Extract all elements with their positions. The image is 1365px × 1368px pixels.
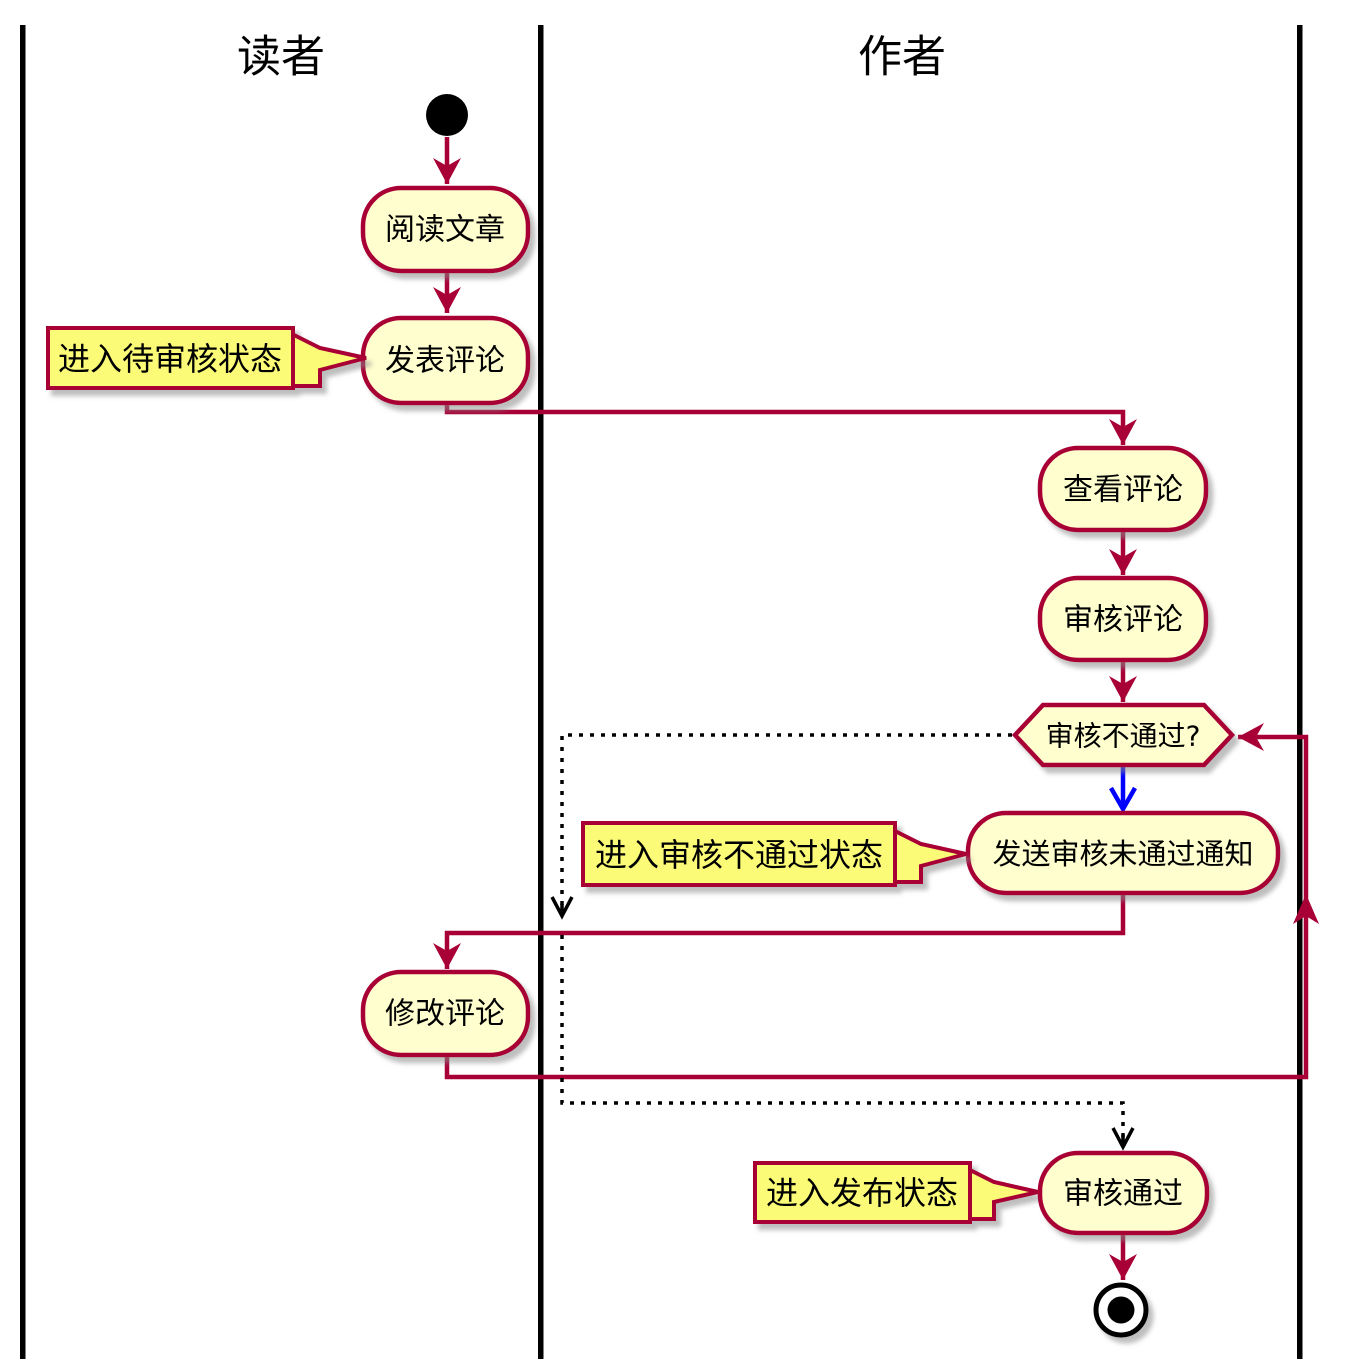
- decision-review-failed-label: 审核不通过?: [1046, 720, 1201, 753]
- end-node-dot: [1107, 1296, 1135, 1324]
- activity-review-passed: [1037, 1150, 1210, 1236]
- arrow-notice-to-edit: [433, 893, 1126, 969]
- activity-read-article-label: 阅读文章: [385, 213, 505, 248]
- note-published-pointer: [966, 1165, 1039, 1221]
- decision-review-failed: [1011, 702, 1236, 768]
- dotted-branch-to-passed: [560, 935, 1135, 1151]
- note-pending-review: [46, 326, 367, 390]
- note-pending-review-pointer: [290, 330, 367, 388]
- swimlane-divider-middle: [538, 25, 544, 1359]
- note-published-label: 进入发布状态: [766, 1174, 958, 1212]
- end-node: [1093, 1282, 1149, 1338]
- activity-send-reject-notice-label: 发送审核未通过通知: [992, 837, 1253, 871]
- note-review-rejected-pointer: [891, 826, 967, 884]
- activity-view-comment: [1037, 445, 1209, 533]
- activity-edit-comment-label: 修改评论: [385, 997, 505, 1032]
- activity-read-article: [360, 185, 531, 274]
- swimlane-divider-right: [1297, 25, 1303, 1359]
- note-review-rejected: [581, 821, 967, 887]
- note-published-box: [753, 1161, 972, 1224]
- note-pending-review-box: [46, 326, 295, 390]
- lane-title-author: 作者: [858, 32, 946, 83]
- loop-up-arrowhead-icon: [1293, 894, 1319, 924]
- activity-post-comment-label: 发表评论: [385, 344, 505, 379]
- activity-send-reject-notice: [965, 810, 1281, 896]
- note-review-rejected-box: [581, 821, 897, 887]
- note-published: [753, 1161, 1039, 1224]
- activity-review-passed-label: 审核通过: [1063, 1177, 1183, 1212]
- lane-title-reader: 读者: [237, 32, 325, 83]
- flow-arrows: [433, 137, 1319, 1280]
- activity-view-comment-label: 查看评论: [1063, 473, 1183, 508]
- arrow-post-to-view: [444, 403, 1137, 445]
- swimlane-divider-left: [20, 25, 26, 1359]
- dotted-branch-lines: [550, 733, 1135, 1151]
- arrow-edit-loop-to-decision: [444, 723, 1309, 1080]
- activity-review-comment-label: 审核评论: [1063, 603, 1183, 638]
- activity-review-comment: [1037, 575, 1209, 663]
- activity-edit-comment: [360, 969, 531, 1058]
- start-node: [426, 94, 468, 136]
- note-review-rejected-label: 进入审核不通过状态: [595, 836, 883, 874]
- note-pending-review-label: 进入待审核状态: [58, 340, 282, 378]
